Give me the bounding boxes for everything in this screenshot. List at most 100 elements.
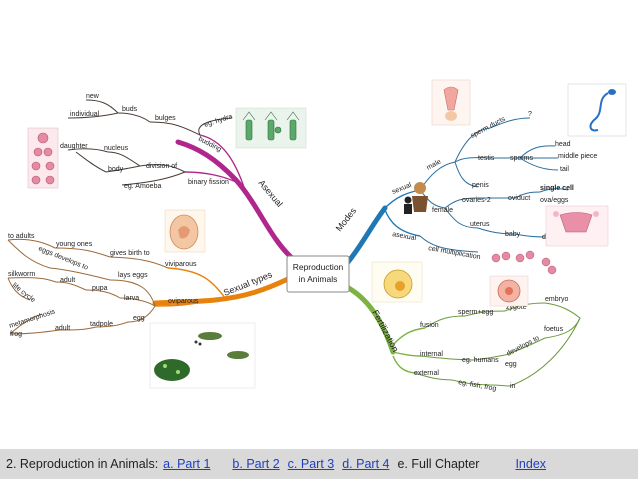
female-reproductive-illustration	[545, 205, 609, 247]
male-sperm-ducts-line	[454, 127, 491, 163]
modes-oviduct-label: oviduct	[508, 195, 530, 202]
modes-testis-label: testis	[478, 155, 495, 162]
modes-female-label: female	[432, 207, 453, 214]
sperms-head-line	[519, 145, 556, 159]
foetus-develops-line	[504, 337, 546, 356]
branch-modes-line	[345, 205, 388, 265]
asexual-individual-label: individual	[70, 111, 100, 118]
fert-fusion-label: fusion	[420, 322, 439, 329]
branch-asexual-label: Asexual	[256, 178, 284, 209]
nucleus-daughter-line	[67, 148, 109, 153]
binary-amoeba-line	[121, 171, 186, 186]
sexual-viviparous-line	[167, 267, 226, 299]
frog-life-cycle-illustration	[149, 322, 256, 389]
footer-nav-bar: 2. Reproduction in Animals: a. Part 1 b.…	[0, 449, 638, 479]
fert-eg-humans-label: eg. humans	[462, 357, 499, 364]
male-testis-line	[454, 157, 491, 163]
link-part-1[interactable]: a. Part 1	[163, 457, 211, 471]
sexual-viviparous-label: viviparous	[165, 261, 197, 268]
sexual-oviparous-line	[154, 299, 216, 307]
fert-develops-to-label: develops to	[506, 335, 541, 358]
fert-internal-line	[392, 351, 421, 357]
ova-single-cell-line	[539, 188, 569, 193]
egg-tadpole-line	[95, 321, 129, 328]
modes-ova-eggs-label: ova/eggs	[540, 197, 569, 204]
asexual-eg-hydra-label: eg. hydra	[203, 113, 233, 129]
fert-external-label: external	[414, 370, 439, 377]
asexual-body-label: body	[108, 166, 124, 173]
asexual-nucleus-label: nucleus	[104, 145, 129, 152]
footer-prefix: 2. Reproduction in Animals:	[6, 457, 159, 471]
binary-division-line	[139, 164, 186, 173]
asexual-cell-mult-line	[419, 235, 479, 253]
adult-silkworm-line	[7, 277, 57, 283]
modes-middle-piece-label: middle piece	[558, 153, 597, 160]
bulges-buds-line	[117, 112, 151, 123]
asexual-buds-label: buds	[122, 106, 138, 113]
fert-foetus-label: foetus	[544, 326, 564, 333]
link-index[interactable]: Index	[515, 457, 547, 471]
young-ones-adults-line	[7, 238, 56, 249]
center-node-box	[286, 255, 350, 293]
modes-asexual-line	[384, 209, 421, 237]
sperm-ducts-q-line	[489, 117, 531, 129]
asexual-eg-amoeba-label: eg. Amoeba	[124, 183, 161, 190]
branch-sexual-types-line	[152, 275, 293, 306]
modes-ovaries-label: ovaries-2	[462, 197, 491, 204]
sperms-tail-line	[519, 157, 559, 171]
modes-uterus-label: uterus	[470, 221, 490, 228]
hydra-budding-illustration	[235, 107, 307, 149]
fert-fusion-line	[392, 327, 426, 346]
link-part-2[interactable]: b. Part 2	[232, 457, 280, 471]
viviparous-gives-birth-line	[109, 256, 169, 269]
sexual-silkworm-label: silkworm	[8, 271, 35, 278]
modes-single-cell-label: single cell	[540, 185, 574, 192]
sperm-cell-illustration	[567, 83, 627, 137]
sexual-to-adults-label: to adults	[8, 233, 35, 240]
larva-pupa-line	[85, 289, 121, 299]
buds-individual-line	[67, 112, 119, 119]
modes-penis-label: penis	[472, 182, 489, 189]
fert-embryo-label: embryo	[545, 296, 568, 303]
sexual-tadpole-label: tadpole	[90, 321, 113, 328]
pupa-adult-line	[55, 281, 87, 291]
humans-develops-line	[474, 354, 506, 361]
asexual-binary-fission-label: binary fission	[188, 179, 229, 186]
branch-fertilization-line	[342, 283, 396, 355]
in-loop-line	[509, 317, 581, 387]
oviparous-larva-line	[119, 297, 156, 307]
male-penis-line	[454, 161, 479, 188]
modes-male-label: male	[426, 158, 443, 171]
fert-egg-label: egg	[505, 361, 517, 368]
uterus-baby-line	[477, 227, 516, 235]
sexual-lays-eggs-label: lays eggs	[118, 272, 148, 279]
fert-eg-fish-frog-label: eg. fish, frog	[458, 379, 497, 393]
link-part-3[interactable]: c. Part 3	[287, 457, 335, 471]
asexual-binary-line	[184, 171, 241, 185]
adult-frog-line	[9, 329, 61, 335]
center-node-line2: in Animals	[299, 274, 338, 284]
female-ovaries-line	[444, 197, 479, 209]
link-part-4[interactable]: d. Part 4	[342, 457, 390, 471]
branch-modes-label: Modes	[334, 205, 359, 233]
oviparous-lays-eggs-line	[109, 279, 156, 307]
branch-asexual-line	[175, 139, 295, 261]
sexual-gives-birth-label: gives birth to	[110, 250, 150, 257]
fert-sperm-egg-label: sperm+egg	[458, 309, 493, 316]
fish-in-line	[489, 384, 511, 387]
develops-adults-line	[7, 239, 51, 269]
division-nucleus-line	[107, 151, 141, 167]
modes-sperms-label: sperms	[510, 155, 533, 162]
sperm-egg-zygote-line	[464, 310, 506, 317]
center-node-line1: Reproduction	[293, 262, 344, 272]
human-couple-icon	[404, 182, 428, 214]
modes-sexual-label: sexual	[391, 182, 413, 196]
sexual-frog-label: frog	[10, 331, 22, 338]
sexual-adult-label: adult	[60, 277, 75, 284]
sexual-metamorphosis-label: metamorphosis	[8, 308, 56, 330]
modes-head-label: head	[555, 141, 571, 148]
internal-humans-line	[419, 355, 476, 361]
fert-in-label: in	[510, 383, 516, 390]
asexual-new-label: new	[86, 93, 100, 100]
male-reproductive-illustration	[431, 79, 471, 126]
